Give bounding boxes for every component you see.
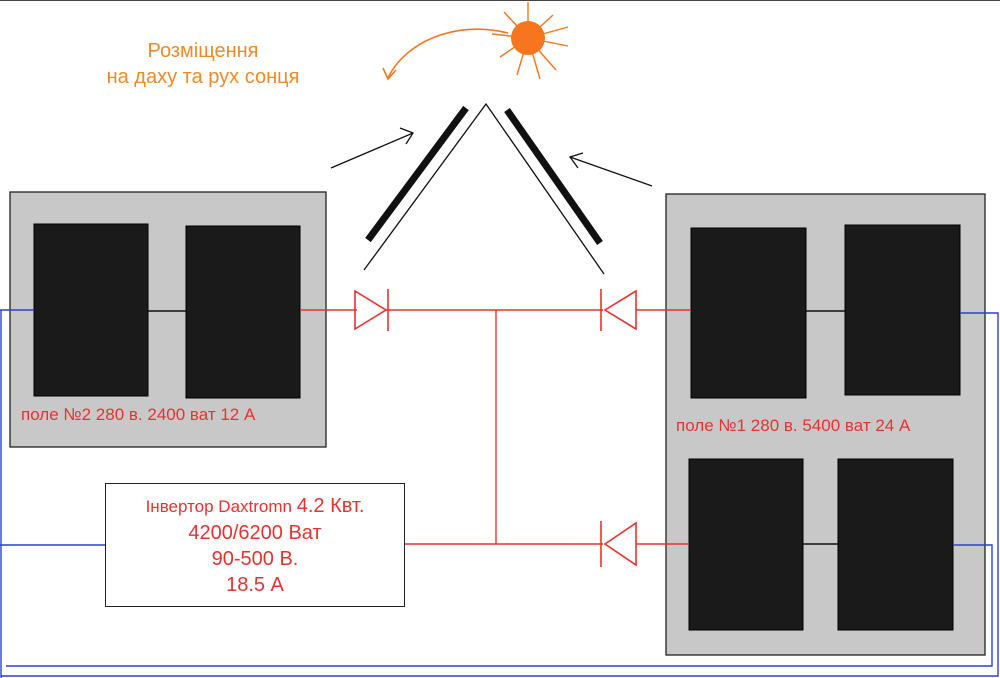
field-2-label: поле №2 280 в. 2400 ват 12 А: [21, 405, 256, 424]
inverter-voltage: 90-500 В.: [211, 547, 299, 570]
inverter-box: Інвертор Daxtromn 4.2 Квт. 4200/6200 Ват…: [105, 483, 405, 607]
field-1: [665, 193, 986, 656]
positive-wiring: [300, 309, 691, 545]
roof-panels-icon: [363, 102, 605, 275]
field-2: [9, 191, 327, 448]
solar-panel: [33, 223, 149, 397]
inverter-rated-power: 4.2 Квт.: [296, 494, 365, 517]
caption-line-2: на даху та рух сонця: [106, 66, 300, 88]
inverter-current: 18.5 А: [226, 573, 284, 596]
solar-panel: [690, 227, 807, 399]
sun-motion-arrow: [382, 28, 509, 81]
sunlight-arrow-right-icon: [568, 152, 653, 187]
field-1-label: поле №1 280 в. 5400 ват 24 А: [676, 416, 911, 435]
solar-panel: [844, 224, 961, 396]
sun-icon: [491, 2, 569, 80]
inverter-title: Інвертор Daxtromn 4.2 Квт.: [146, 493, 365, 520]
diode-icon: [600, 289, 637, 331]
sunlight-arrow-left-icon: [330, 127, 414, 169]
negative-wiring: [0, 309, 999, 678]
solar-panel: [688, 458, 804, 631]
caption-line-1: Розміщення: [147, 40, 259, 62]
inverter-model: Інвертор Daxtromn: [145, 496, 292, 516]
solar-panel: [185, 225, 301, 399]
inverter-power: 4200/6200 Ват: [188, 521, 322, 544]
caption: Розміщення на даху та рух сонця: [68, 38, 338, 90]
solar-panel: [837, 458, 954, 631]
diode-icon: [600, 521, 637, 567]
diode-icon: [354, 289, 389, 331]
